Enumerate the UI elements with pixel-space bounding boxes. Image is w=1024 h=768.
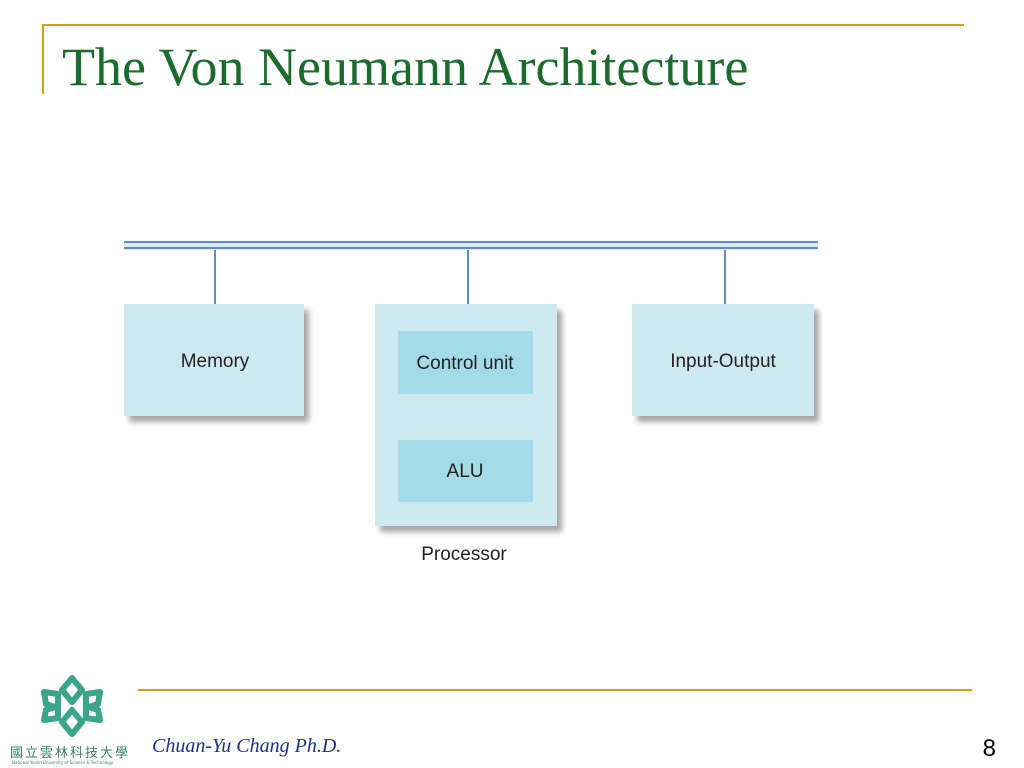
processor-label: Processor: [421, 544, 507, 565]
io-label: Input-Output: [670, 351, 776, 372]
alu-label: ALU: [447, 461, 484, 482]
memory-box: Memory: [124, 304, 304, 416]
title-left-rule: [42, 24, 44, 94]
memory-label: Memory: [181, 351, 250, 372]
slide-title: The Von Neumann Architecture: [62, 37, 749, 97]
footer-author: Chuan-Yu Chang Ph.D.: [152, 735, 342, 757]
system-bus: [124, 241, 818, 250]
title-top-rule: [44, 24, 964, 26]
university-logo-icon: [41, 675, 103, 737]
logo-subcaption: National Yunlin University of Science & …: [12, 760, 114, 765]
control-unit-box: [398, 331, 533, 394]
footer-rule: [138, 689, 972, 691]
control-unit-label: Control unit: [416, 353, 514, 374]
page-number: 8: [982, 735, 996, 762]
processor-box: Control unit ALU: [375, 304, 557, 526]
io-box: Input-Output: [632, 304, 814, 416]
logo-caption: 國立雲林科技大學: [10, 746, 131, 761]
alu-box: [398, 440, 533, 502]
